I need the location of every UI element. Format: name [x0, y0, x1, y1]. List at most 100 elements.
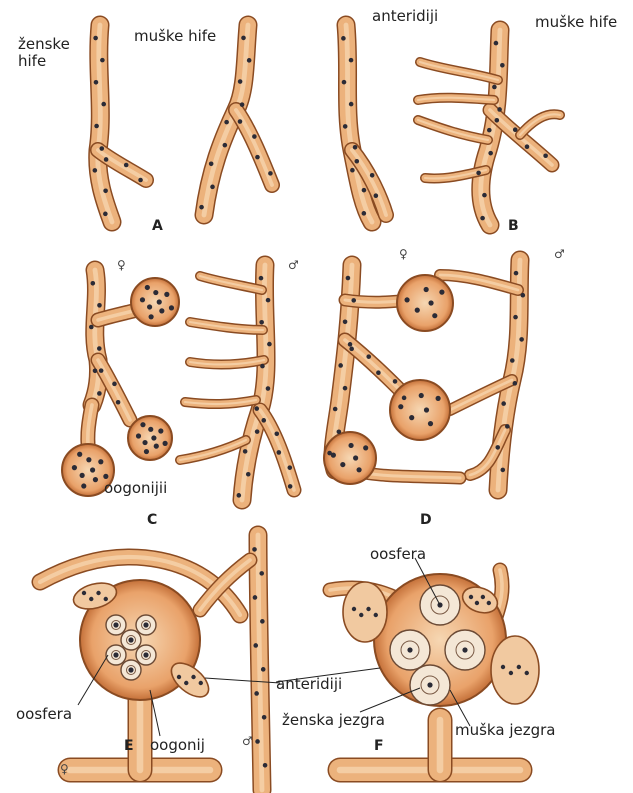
- nucleus: [374, 613, 378, 617]
- nucleus: [267, 342, 272, 347]
- nucleus: [510, 358, 515, 363]
- nucleus: [112, 382, 117, 387]
- nucleus: [254, 406, 259, 411]
- nucleus: [366, 607, 370, 611]
- nucleus: [86, 457, 91, 462]
- nucleus: [261, 418, 266, 423]
- nucleus: [136, 433, 141, 438]
- nucleus: [243, 449, 248, 454]
- label-male-nucleus-f: muška jezgra: [455, 722, 555, 739]
- nucleus: [501, 401, 506, 406]
- nucleus: [93, 36, 98, 41]
- nucleus: [246, 472, 251, 477]
- nucleus: [81, 483, 86, 488]
- nucleus: [343, 319, 348, 324]
- nucleus: [93, 368, 98, 373]
- nucleus: [525, 671, 529, 675]
- nucleus: [487, 128, 492, 133]
- nucleus: [404, 297, 409, 302]
- nucleus: [237, 493, 242, 498]
- nucleus: [90, 467, 95, 472]
- nucleus: [163, 441, 168, 446]
- nucleus: [349, 347, 354, 352]
- nucleus: [505, 424, 510, 429]
- nucleus: [525, 144, 530, 149]
- nucleus: [492, 85, 497, 90]
- nucleus: [424, 407, 429, 412]
- nucleus: [97, 391, 102, 396]
- nucleus: [159, 308, 164, 313]
- nucleus: [480, 216, 485, 221]
- nucleus: [363, 445, 368, 450]
- nucleus: [351, 298, 356, 303]
- nucleus: [266, 298, 271, 303]
- label-female-hyphae-a: ženske hife: [18, 36, 70, 69]
- oogonium: [390, 380, 450, 440]
- nucleus: [419, 393, 424, 398]
- nucleus: [495, 118, 500, 123]
- label-oogonia-c: oogonijii: [104, 480, 167, 497]
- nucleus: [362, 188, 367, 193]
- nucleus: [398, 404, 403, 409]
- nucleus: [72, 465, 77, 470]
- panel-letter-a: A: [152, 218, 163, 234]
- nucleus: [337, 429, 342, 434]
- nucleus: [350, 168, 355, 173]
- nucleus: [331, 453, 336, 458]
- panel-letter-e: E: [124, 738, 134, 754]
- nucleus: [488, 151, 493, 156]
- nucleus: [376, 370, 381, 375]
- nucleus: [103, 212, 108, 217]
- nucleus: [513, 127, 518, 132]
- nucleus: [191, 675, 195, 679]
- nucleus: [254, 691, 259, 696]
- panel-letter-b: B: [508, 218, 519, 234]
- oosphere-nucleus: [113, 652, 118, 657]
- oogonium: [324, 432, 376, 484]
- nucleus: [393, 379, 398, 384]
- nucleus: [224, 120, 229, 125]
- nucleus: [247, 58, 252, 63]
- nucleus: [240, 102, 245, 107]
- nucleus: [340, 462, 345, 467]
- nucleus: [349, 102, 354, 107]
- nucleus: [338, 363, 343, 368]
- nucleus: [409, 415, 414, 420]
- nucleus: [263, 763, 268, 768]
- nucleus: [424, 287, 429, 292]
- nucleus: [147, 304, 152, 309]
- nucleus: [144, 449, 149, 454]
- nucleus: [89, 597, 93, 601]
- nucleus: [145, 285, 150, 290]
- nucleus: [82, 591, 86, 595]
- nucleus: [428, 300, 433, 305]
- female-symbol-c: ♀: [117, 258, 126, 272]
- nucleus: [177, 675, 181, 679]
- label-oogonium-e: oogonij: [150, 737, 205, 754]
- oosphere-nucleus: [427, 682, 432, 687]
- oosphere-nucleus: [462, 647, 467, 652]
- nucleus: [140, 422, 145, 427]
- oogonium: [131, 278, 179, 326]
- nucleus: [238, 79, 243, 84]
- nucleus: [80, 473, 85, 478]
- female-symbol-e: ♀: [60, 762, 69, 776]
- nucleus: [494, 41, 499, 46]
- antheridium: [491, 636, 539, 704]
- panel-letter-c: C: [147, 512, 157, 528]
- nucleus: [432, 313, 437, 318]
- nucleus: [223, 143, 228, 148]
- nucleus: [98, 459, 103, 464]
- nucleus: [349, 58, 354, 63]
- nucleus: [362, 211, 367, 216]
- nucleus: [343, 124, 348, 129]
- nucleus: [260, 364, 265, 369]
- nucleus: [100, 58, 105, 63]
- nucleus: [93, 477, 98, 482]
- nucleus: [359, 613, 363, 617]
- antheridium: [343, 582, 387, 642]
- nucleus: [209, 161, 214, 166]
- nucleus: [238, 119, 243, 124]
- nucleus: [255, 155, 260, 160]
- nucleus: [169, 305, 174, 310]
